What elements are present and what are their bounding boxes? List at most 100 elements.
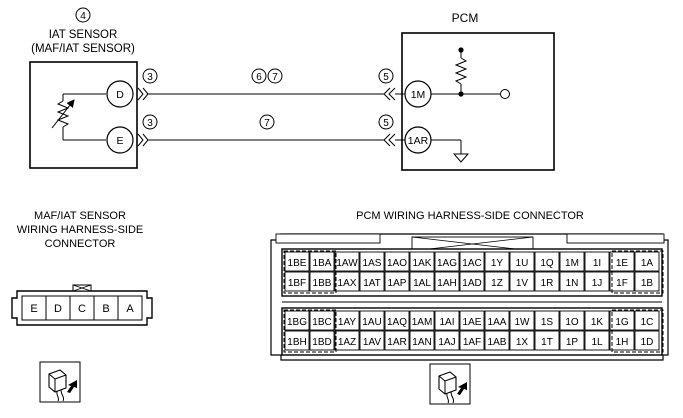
pcm-pin-1ar-label: 1AR (408, 135, 429, 147)
iat-sensor-subtitle: (MAF/IAT SENSOR) (31, 43, 135, 55)
pcm-pin-cell (309, 271, 335, 292)
pcm-pin-label: 1S (541, 317, 554, 328)
pcm-pin-cell (434, 251, 460, 272)
pcm-pullup-circuit (431, 47, 510, 99)
pcm-pin-label: 1AK (413, 258, 432, 269)
pcm-pin-label: 1C (641, 317, 654, 328)
iat-sensor-callout-circle (75, 7, 91, 23)
sensor-pin-e (106, 126, 134, 154)
pcm-pin-label: 1W (515, 317, 531, 328)
svg-text:6: 6 (256, 72, 262, 83)
pcm-pin-cell (434, 310, 460, 331)
pcm-pin-label: 1AW (336, 258, 358, 269)
pcm-pin-cell (534, 271, 560, 292)
sensor-connector-d-mark (137, 87, 149, 101)
callout-wire-upper-b (267, 68, 283, 84)
pcm-pin-cell (459, 330, 485, 351)
pcm-pin-cell (484, 330, 510, 351)
pcm-pin-cell (634, 251, 660, 272)
sensor-connector-caption-1: MAF/IAT SENSOR (34, 210, 126, 222)
pcm-pin-group-outline (283, 250, 337, 294)
iat-sensor-title: IAT SENSOR (49, 29, 118, 41)
pcm-pin-group-outline (611, 250, 664, 294)
pcm-pin-label: 1BE (288, 258, 307, 269)
pcm-pin-cell (284, 271, 310, 292)
pcm-pin-label: 1V (516, 278, 529, 289)
pcm-harness-side-view-icon (429, 363, 471, 405)
pcm-pin-cell (509, 330, 535, 351)
pcm-pin-cell (459, 251, 485, 272)
pcm-pin-cell (284, 310, 310, 331)
svg-text:5: 5 (383, 118, 389, 129)
pcm-pin-cell (559, 310, 585, 331)
pcm-pin-label: 1E (616, 258, 629, 269)
pcm-pin-cell (384, 310, 410, 331)
pcm-pin-label: 1AI (439, 317, 454, 328)
pcm-pin-label: 1AV (363, 337, 381, 348)
pcm-pin-cell (384, 271, 410, 292)
pcm-pin-cell (459, 271, 485, 292)
pcm-pin-label: 1U (516, 258, 529, 269)
pcm-pin-label: 1R (541, 278, 554, 289)
pcm-pin-cell (534, 251, 560, 272)
pcm-pin-cell (634, 310, 660, 331)
pcm-pin-cell (384, 251, 410, 272)
pcm-pin-label: 1AG (437, 258, 457, 269)
pcm-pin-cell (334, 330, 360, 351)
pcm-pin-cell (484, 251, 510, 272)
svg-text:D: D (54, 303, 62, 315)
pcm-pin-cell (359, 271, 385, 292)
pcm-pin-cell (509, 251, 535, 272)
pcm-pin-label: 1AP (388, 278, 407, 289)
pcm-pin-cell (534, 310, 560, 331)
pcm-pin-label: 1D (641, 337, 654, 348)
pcm-pin-label: 1A (641, 258, 654, 269)
pcm-pin-cell (609, 330, 635, 351)
sensor-harness-connector: MAF/IAT SENSOR WIRING HARNESS-SIDE CONNE… (11, 210, 153, 403)
pcm-pin-cell (634, 271, 660, 292)
sensor-pin-e-label: E (116, 135, 123, 147)
pcm-pin-cell (534, 330, 560, 351)
svg-text:7: 7 (264, 118, 270, 129)
pcm-pin-cell (409, 251, 435, 272)
pcm-pin-label: 1M (565, 258, 579, 269)
svg-text:3: 3 (147, 118, 153, 129)
pcm-pin-label: 1H (616, 337, 629, 348)
pcm-pin-label: 1N (566, 278, 579, 289)
pcm-pin-label: 1BA (313, 258, 332, 269)
pcm-pin-label: 1AQ (387, 317, 407, 328)
callout-wire-lower (259, 114, 275, 130)
pcm-pin-label: 1AF (463, 337, 481, 348)
pcm-pin-label: 1T (541, 337, 553, 348)
pcm-pin-label: 1AJ (438, 337, 455, 348)
pcm-pin-label: 1BD (312, 337, 331, 348)
pcm-pin-cell (559, 251, 585, 272)
pcm-pin-cell (434, 271, 460, 292)
pcm-pin-label: 1Y (491, 258, 504, 269)
pcm-pin-cell (409, 330, 435, 351)
pcm-pin-cell (559, 271, 585, 292)
pcm-pin-label: 1AB (488, 337, 507, 348)
pcm-pin-label: 1AM (412, 317, 433, 328)
iat-sensor-box (29, 61, 138, 169)
pcm-ground-circuit (431, 139, 470, 163)
pcm-pin-cell (359, 251, 385, 272)
pcm-pin-label: 1O (565, 317, 579, 328)
pcm-pin-label: 1Z (491, 278, 503, 289)
pcm-pin-label: 1X (516, 337, 529, 348)
pcm-pin-cell (509, 310, 535, 331)
sensor-pin-d-label: D (116, 89, 124, 101)
pcm-pin-cell (359, 330, 385, 351)
pcm-pin-cell (309, 330, 335, 351)
pcm-pin-label: 1K (591, 317, 604, 328)
callout-sensor-connector-lower (142, 114, 158, 130)
pcm-pin-label: 1AU (362, 317, 381, 328)
pcm-pin-label: 1BG (287, 317, 307, 328)
svg-text:7: 7 (272, 72, 278, 83)
sensor-connector-pin-e (21, 295, 47, 321)
pcm-connector-tab-right (566, 233, 665, 244)
pcm-connector-tab-left (275, 233, 381, 244)
pcm-pin-cell (484, 310, 510, 331)
